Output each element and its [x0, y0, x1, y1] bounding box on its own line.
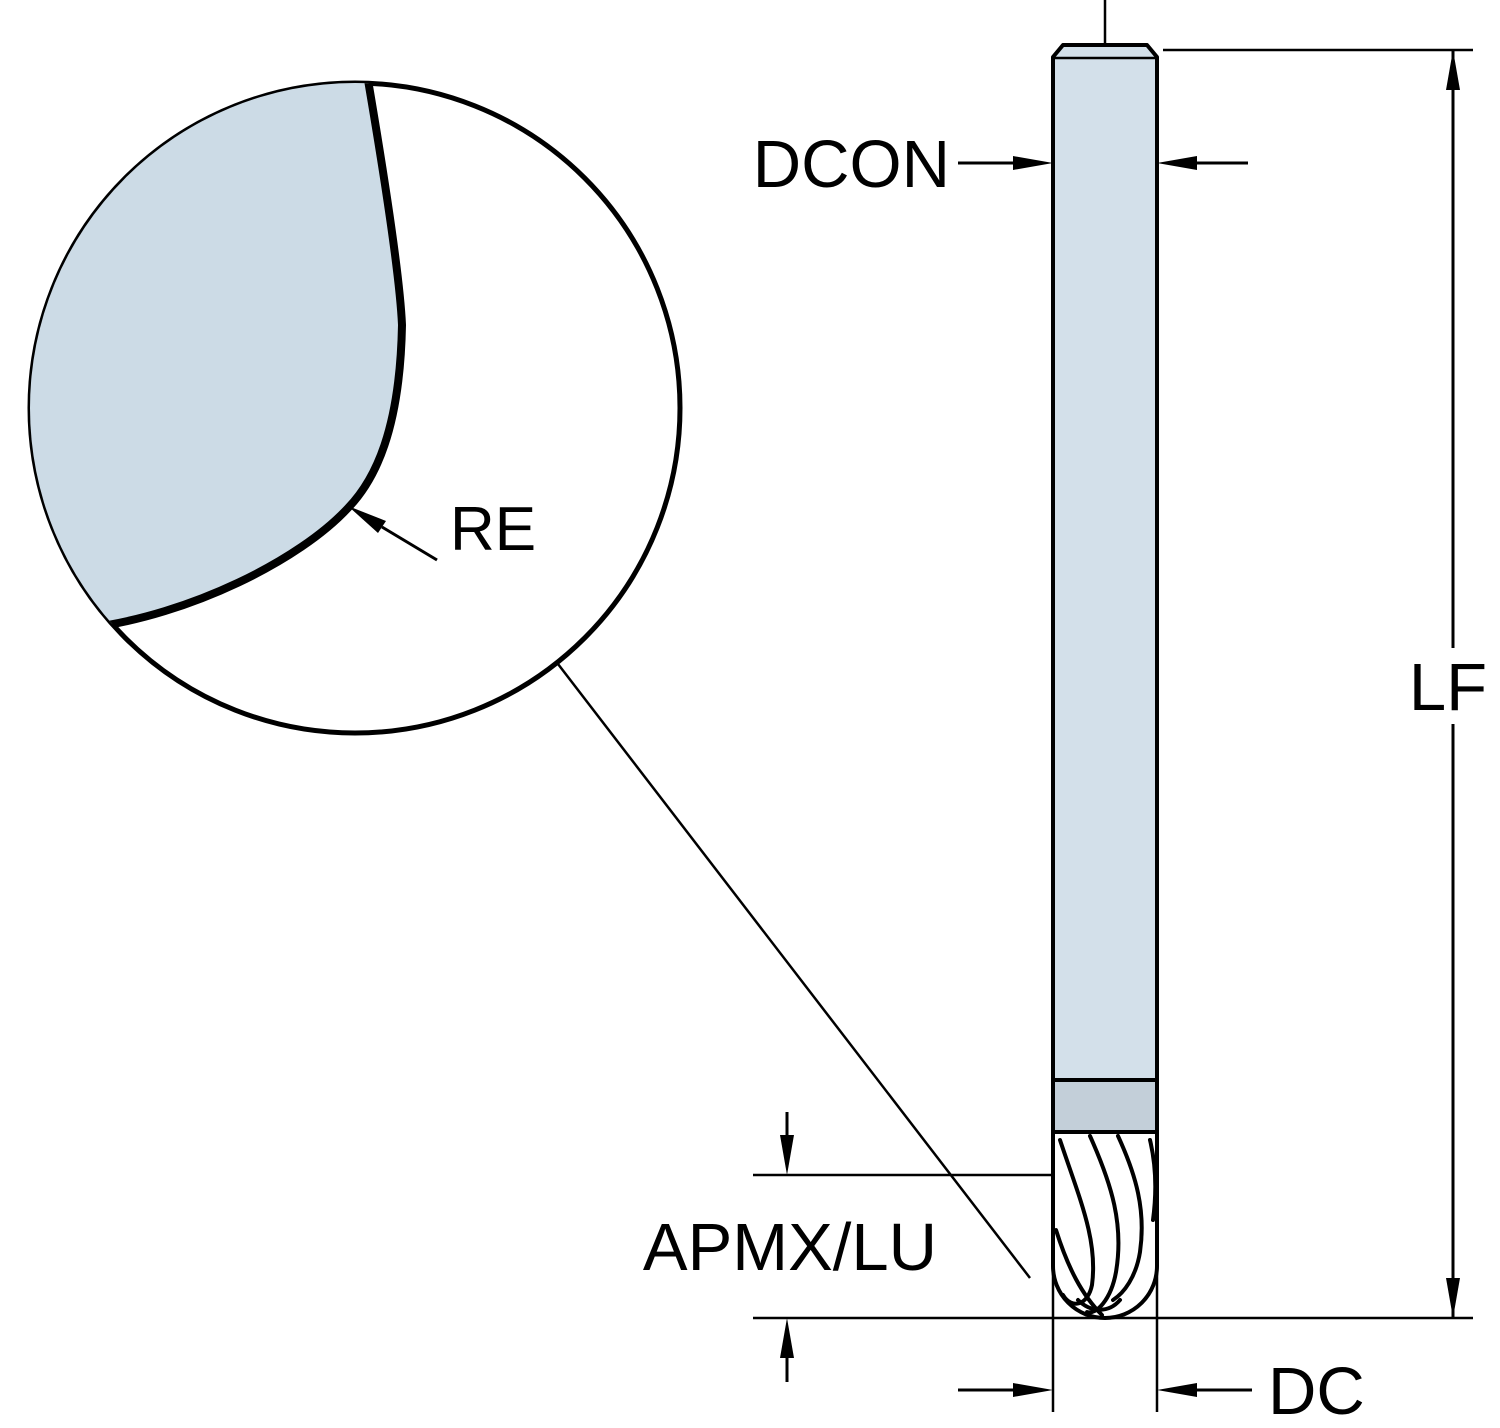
lf-label-background	[1400, 648, 1496, 724]
re-arrowhead	[348, 506, 386, 533]
tool-shank	[1051, 43, 1159, 1082]
dcon-label: DCON	[753, 127, 950, 202]
detail-connector-line	[557, 663, 1031, 1279]
lf-label: LF	[1409, 650, 1487, 725]
tool-neck	[1051, 1078, 1159, 1134]
dc-arrow-right	[1157, 1383, 1197, 1397]
lf-arrow-top	[1446, 50, 1460, 90]
apmx-arrow-bottom	[780, 1318, 794, 1358]
apmx-arrow-top	[780, 1135, 794, 1175]
flute-curve	[1058, 1138, 1096, 1306]
dcon-arrow-left	[1013, 156, 1053, 170]
flute-curves	[1054, 1134, 1158, 1317]
re-leader-line	[381, 525, 438, 562]
flute-curve	[1148, 1138, 1158, 1222]
flute-curve	[1076, 1298, 1122, 1312]
dc-label: DC	[1268, 1354, 1365, 1428]
re-label: RE	[450, 495, 536, 564]
dcon-arrow-right	[1157, 156, 1197, 170]
apmx-lu-label: APMX/LU	[643, 1210, 937, 1285]
lf-arrow-bottom	[1446, 1278, 1460, 1318]
dc-arrow-left	[1013, 1383, 1053, 1397]
flute-curve	[1111, 1134, 1144, 1302]
